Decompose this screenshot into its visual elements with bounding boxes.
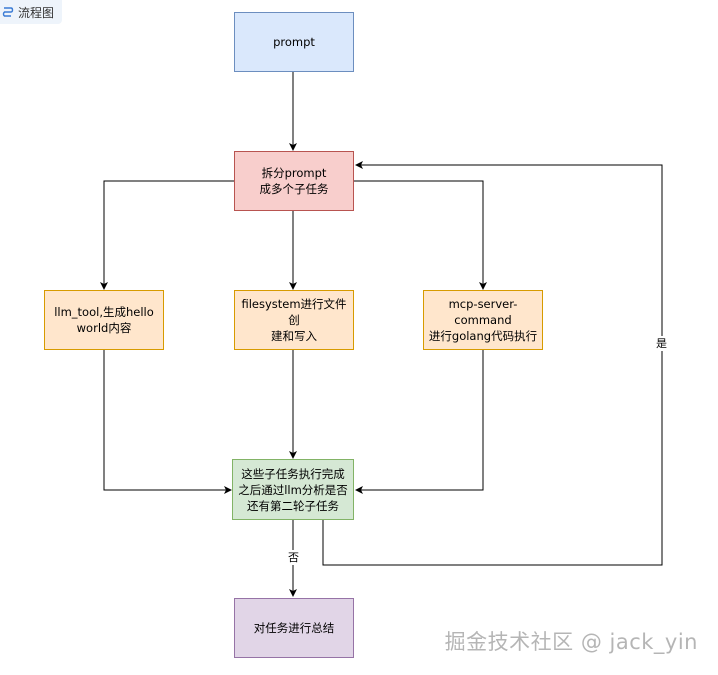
watermark-text: 掘金技术社区 @ jack_yin — [444, 630, 698, 654]
node-summary: 对任务进行总结 — [234, 598, 354, 658]
edge-mcp-to-check — [355, 350, 484, 494]
node-check-second-round: 这些子任务执行完成 之后通过llm分析是否 还有第二轮子任务 — [232, 459, 354, 520]
edge-llm-tool-to-check — [103, 350, 232, 494]
edge-label-yes: 是 — [655, 336, 668, 351]
node-mcp-server-command: mcp-server-command 进行golang代码执行 — [423, 290, 543, 350]
node-split-prompt: 拆分prompt 成多个子任务 — [234, 151, 354, 211]
node-filesystem: filesystem进行文件创 建和写入 — [234, 290, 354, 350]
flowchart-icon — [2, 7, 14, 17]
edge-check-loop-back — [322, 161, 663, 566]
node-prompt: prompt — [234, 12, 354, 72]
diagram-type-label: 流程图 — [18, 5, 55, 20]
edge-split-to-mcp — [353, 180, 487, 290]
edge-label-no: 否 — [287, 550, 300, 565]
node-llm-tool: llm_tool,生成hello world内容 — [44, 290, 164, 350]
edge-split-to-llm-tool — [100, 180, 234, 290]
diagram-type-tag: 流程图 — [0, 0, 62, 24]
